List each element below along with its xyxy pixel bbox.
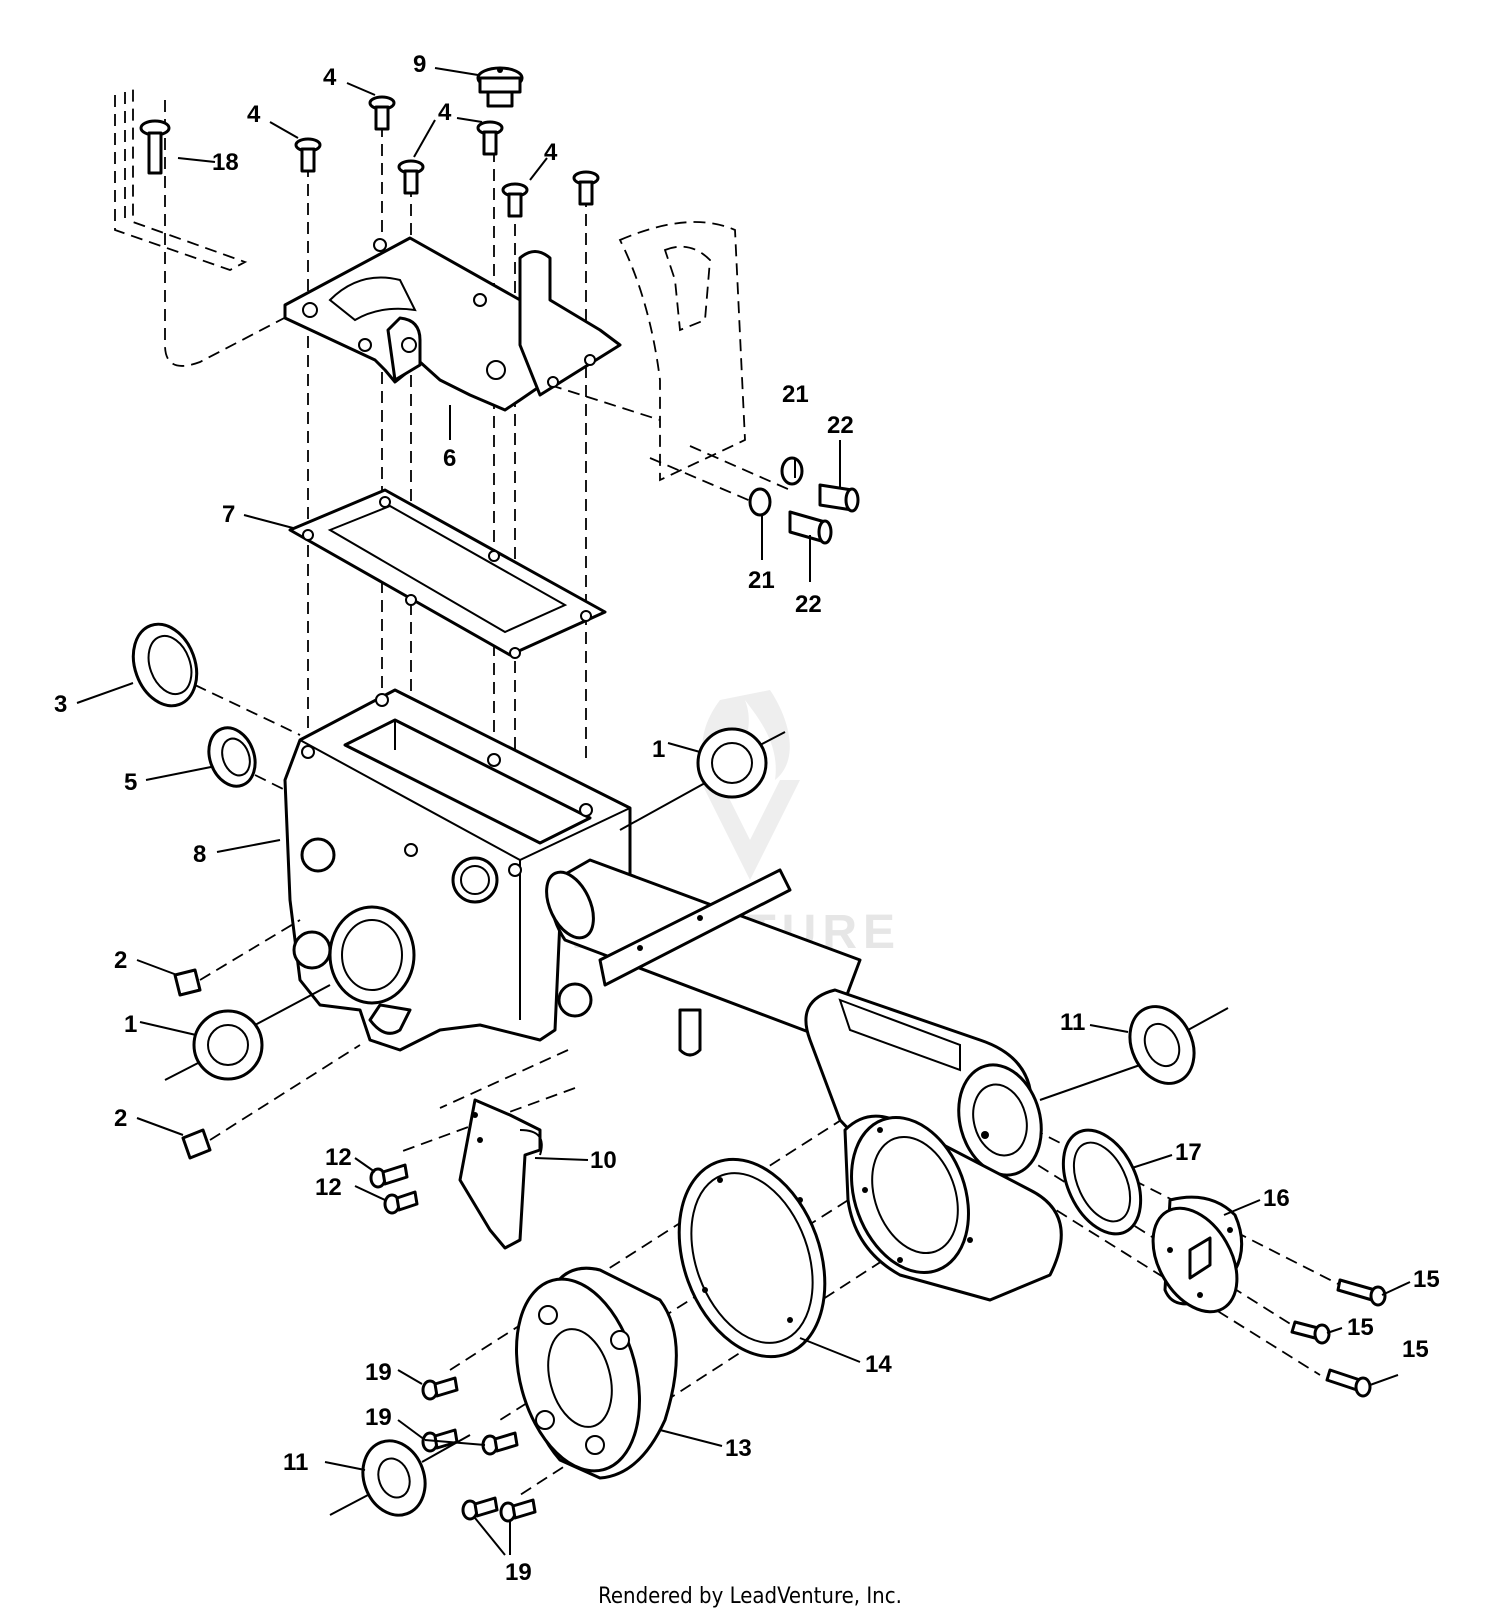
callout-1-left: 1 — [124, 1011, 137, 1038]
part-12-screws — [369, 1163, 419, 1215]
part-21-washers — [748, 456, 804, 517]
callout-12-lower: 12 — [315, 1174, 342, 1201]
callout-7: 7 — [222, 501, 235, 528]
part-18-bracket — [114, 88, 248, 271]
callout-11-right: 11 — [1060, 1009, 1085, 1036]
callout-21-upper: 21 — [782, 381, 809, 408]
callout-21-lower: 21 — [748, 567, 775, 594]
callout-4-b: 4 — [247, 101, 261, 128]
callout-15-b: 15 — [1347, 1314, 1374, 1341]
part-1-bearing-left — [164, 984, 331, 1081]
part-6-cover-plate — [283, 236, 622, 412]
callout-22-upper: 22 — [827, 412, 854, 439]
callout-13: 13 — [725, 1435, 752, 1462]
part-4-bolts — [294, 95, 600, 218]
part-18-bolt — [139, 119, 171, 175]
callout-1-right: 1 — [652, 736, 665, 763]
axle-left-case — [843, 1114, 1063, 1302]
part-2-plugs — [173, 919, 361, 1160]
part-3-seal — [131, 622, 301, 736]
part-8-housing — [283, 688, 632, 1052]
part-14-gasket — [677, 1157, 827, 1359]
alignment-lines — [164, 100, 1351, 1496]
part-15-screws — [1290, 1278, 1387, 1398]
callout-labels: 1 1 2 2 3 4 4 4 4 5 6 7 8 9 10 11 11 12 … — [54, 51, 1440, 1586]
shield-panel — [618, 221, 746, 482]
callout-16: 16 — [1263, 1185, 1290, 1212]
callout-2-lower: 2 — [114, 1105, 127, 1132]
leader-lines — [76, 67, 1411, 1556]
callout-18: 18 — [212, 149, 239, 176]
part-16-cap — [1151, 1195, 1244, 1314]
part-22-bolts — [788, 483, 860, 545]
callout-5: 5 — [124, 769, 137, 796]
callout-9: 9 — [413, 51, 426, 78]
callout-11-left: 11 — [283, 1449, 308, 1476]
callout-19-c: 19 — [505, 1559, 532, 1586]
callout-3: 3 — [54, 691, 67, 718]
v-logo-icon — [700, 780, 800, 880]
part-11-seal-left — [329, 1434, 471, 1517]
callout-2-upper: 2 — [114, 947, 127, 974]
callout-14: 14 — [865, 1351, 892, 1378]
callout-15-c: 15 — [1402, 1336, 1429, 1363]
axle-tube — [545, 858, 862, 1057]
callout-15-a: 15 — [1413, 1266, 1440, 1293]
part-13-cover — [515, 1266, 678, 1480]
callout-6: 6 — [443, 445, 456, 472]
part-7-gasket — [288, 488, 607, 659]
callout-8: 8 — [193, 841, 206, 868]
part-1-bearing-right — [619, 727, 786, 831]
callout-17: 17 — [1175, 1139, 1202, 1166]
footer-credit: Rendered by LeadVenture, Inc. — [598, 1584, 902, 1609]
callout-12-upper: 12 — [325, 1144, 352, 1171]
callout-22-lower: 22 — [795, 591, 822, 618]
callout-4-c: 4 — [438, 99, 452, 126]
callout-4-a: 4 — [323, 64, 337, 91]
callout-10: 10 — [590, 1147, 617, 1174]
part-11-seal-right — [1039, 1005, 1229, 1101]
part-9-plug — [476, 66, 524, 108]
callout-4-d: 4 — [544, 139, 558, 166]
part-19-screws — [421, 1376, 537, 1523]
callout-19-b: 19 — [365, 1404, 392, 1431]
part-5-seal — [207, 726, 286, 791]
part-10-shield — [458, 1098, 543, 1250]
callout-19-a: 19 — [365, 1359, 392, 1386]
